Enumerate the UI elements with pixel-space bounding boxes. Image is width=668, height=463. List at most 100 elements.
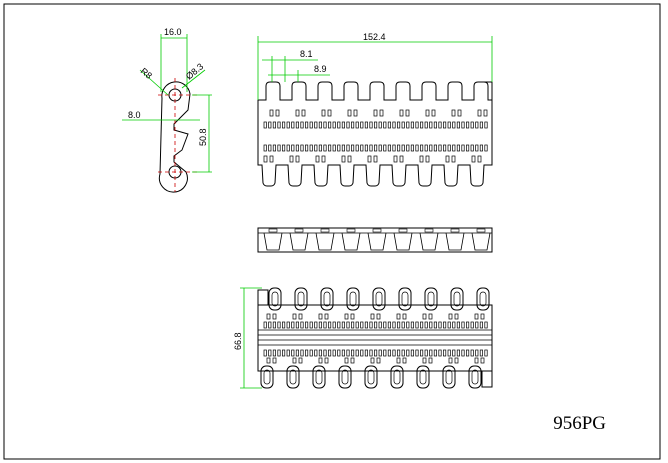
slot-hole bbox=[376, 357, 381, 364]
slot-hole bbox=[327, 109, 332, 117]
slot-hole bbox=[314, 349, 318, 357]
slot-hole bbox=[456, 349, 460, 357]
slot-hole bbox=[315, 155, 320, 163]
slot-hole bbox=[447, 321, 451, 329]
slot-hole bbox=[328, 144, 332, 152]
slot-hole bbox=[401, 349, 405, 357]
slot-hole bbox=[383, 121, 387, 129]
slot-hole bbox=[447, 144, 451, 152]
knuckle-inner bbox=[401, 291, 409, 307]
slot-hole bbox=[272, 321, 276, 329]
knuckle-inner bbox=[263, 369, 271, 385]
slot-hole bbox=[429, 121, 433, 129]
slot-hole bbox=[344, 357, 349, 364]
top-view bbox=[257, 81, 493, 187]
slot-hole bbox=[350, 357, 355, 364]
slot-hole bbox=[369, 144, 373, 152]
slot-hole bbox=[470, 349, 474, 357]
slot-hole bbox=[420, 144, 424, 152]
bottom-knuckle-top bbox=[346, 287, 360, 311]
slot-hole bbox=[318, 349, 322, 357]
slot-hole bbox=[387, 121, 391, 129]
slot-hole bbox=[433, 144, 437, 152]
slot-hole bbox=[324, 313, 329, 320]
slot-hole bbox=[337, 144, 341, 152]
offset-label: 8.0 bbox=[128, 110, 141, 120]
slot-hole bbox=[341, 155, 346, 163]
slot-hole bbox=[410, 321, 414, 329]
slot-hole bbox=[479, 349, 483, 357]
slot-hole bbox=[309, 349, 313, 357]
slot-hole bbox=[298, 313, 303, 320]
slot-hole bbox=[392, 121, 396, 129]
slot-hole bbox=[286, 321, 290, 329]
end-view-dimension-lines bbox=[122, 34, 212, 173]
side-tooth bbox=[471, 232, 491, 251]
slot-hole bbox=[456, 321, 460, 329]
slot-hole bbox=[369, 349, 373, 357]
slot-hole bbox=[461, 121, 465, 129]
slot-hole bbox=[341, 321, 345, 329]
top-view-dimension-lines bbox=[240, 36, 493, 389]
slot-hole bbox=[480, 313, 485, 320]
side-tooth bbox=[263, 232, 283, 251]
knuckle-inner bbox=[315, 369, 323, 385]
slot-hole bbox=[378, 321, 382, 329]
slot-hole bbox=[360, 349, 364, 357]
slot-hole bbox=[318, 321, 322, 329]
bottom-knuckle-top bbox=[476, 287, 490, 311]
slot-hole bbox=[419, 155, 424, 163]
slot-hole bbox=[470, 121, 474, 129]
slot-hole bbox=[300, 144, 304, 152]
slot-hole bbox=[461, 321, 465, 329]
slot-hole bbox=[364, 144, 368, 152]
side-notch bbox=[450, 228, 460, 233]
slot-hole bbox=[415, 121, 419, 129]
slot-hole bbox=[415, 144, 419, 152]
slot-hole bbox=[277, 121, 281, 129]
slot-hole bbox=[369, 121, 373, 129]
slot-hole bbox=[448, 313, 453, 320]
slot-hole bbox=[364, 321, 368, 329]
slot-hole bbox=[484, 349, 488, 357]
slot-hole bbox=[332, 349, 336, 357]
slot-hole bbox=[305, 349, 309, 357]
slot-hole bbox=[396, 357, 401, 364]
overall-width-label: 152.4 bbox=[363, 32, 386, 42]
slot-hole bbox=[433, 321, 437, 329]
slot-hole bbox=[298, 357, 303, 364]
slot-hole bbox=[396, 313, 401, 320]
slot-hole bbox=[263, 349, 267, 357]
slot-hole bbox=[420, 321, 424, 329]
knuckle-inner bbox=[427, 291, 435, 307]
slot-hole bbox=[480, 357, 485, 364]
slot-hole bbox=[378, 144, 382, 152]
slot-hole bbox=[461, 144, 465, 152]
bottom-knuckle-bottom bbox=[390, 365, 404, 389]
slot-hole bbox=[374, 349, 378, 357]
slot-hole bbox=[438, 349, 442, 357]
slot-hole bbox=[337, 349, 341, 357]
slot-hole bbox=[484, 144, 488, 152]
side-notch bbox=[398, 228, 408, 233]
radius-label: R8 bbox=[139, 66, 154, 81]
slot-hole bbox=[321, 109, 326, 117]
slot-hole bbox=[402, 313, 407, 320]
slot-hole bbox=[456, 121, 460, 129]
slot-hole bbox=[392, 349, 396, 357]
slot-hole bbox=[364, 349, 368, 357]
slot-hole bbox=[387, 321, 391, 329]
slot-hole bbox=[268, 121, 272, 129]
slot-hole bbox=[350, 313, 355, 320]
side-tooth bbox=[445, 232, 465, 251]
slot-hole bbox=[355, 144, 359, 152]
knuckle-inner bbox=[419, 369, 427, 385]
slot-hole bbox=[347, 155, 352, 163]
slot-hole bbox=[272, 144, 276, 152]
slot-hole bbox=[360, 144, 364, 152]
pitch-label: 50.8 bbox=[198, 128, 208, 146]
slot-hole bbox=[452, 121, 456, 129]
side-notch bbox=[346, 228, 356, 233]
slot-hole bbox=[360, 121, 364, 129]
